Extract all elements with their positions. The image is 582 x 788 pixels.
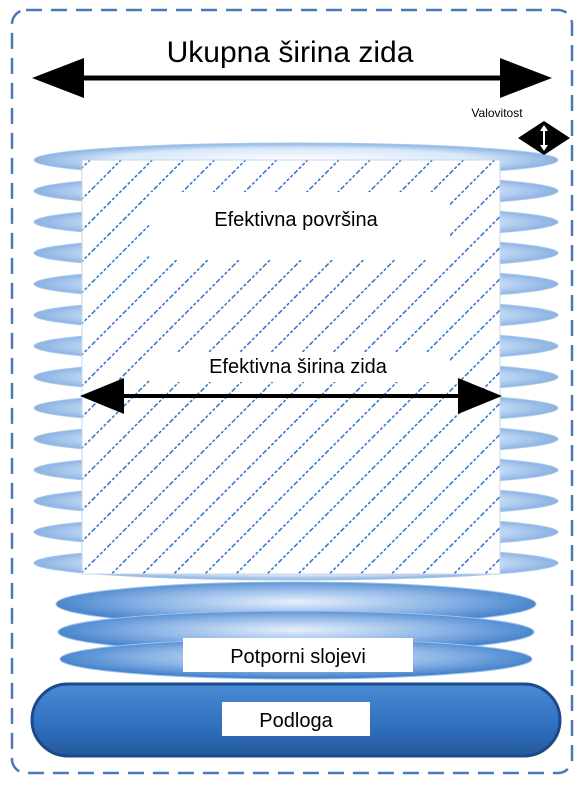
effective-width-arrow — [80, 378, 502, 414]
double-arrow-horizontal-icon — [32, 58, 84, 98]
arrow-head-right — [500, 58, 552, 98]
arrow-head-right — [458, 378, 502, 414]
title-label-box — [104, 28, 484, 78]
effective-area-label-box — [150, 192, 450, 260]
effective-area-label: Efektivna površina — [214, 209, 378, 231]
outer-frame — [10, 8, 574, 775]
substrate-label-box — [222, 702, 370, 736]
waviness-label: Valovitost — [471, 106, 523, 120]
total-width-arrow — [32, 58, 552, 98]
support-layers-label-box — [183, 638, 413, 672]
double-arrow-horizontal-icon — [80, 378, 124, 414]
effective-width-label: Efektivna širina zida — [209, 356, 388, 378]
total-width-label: Ukupna širina zida — [167, 36, 414, 69]
effective-width-label-box — [150, 352, 450, 382]
support-layers-label: Potporni slojevi — [230, 646, 366, 668]
substrate-label: Podloga — [259, 710, 333, 732]
waviness-marker — [518, 121, 570, 155]
